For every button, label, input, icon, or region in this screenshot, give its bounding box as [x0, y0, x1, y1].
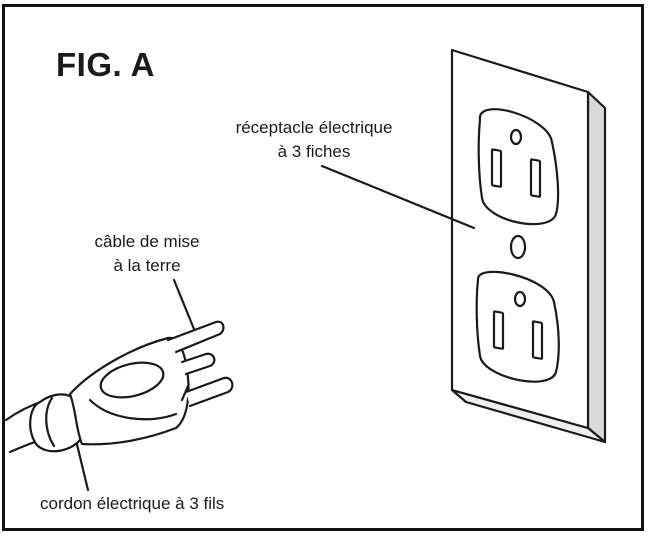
center-screw	[509, 234, 527, 260]
prong-lower	[184, 376, 234, 408]
wall-plate	[450, 48, 607, 444]
lower-receptacle	[475, 270, 560, 383]
cord-label: cordon électrique à 3 fils	[40, 494, 225, 513]
wall-plate-side	[586, 90, 607, 444]
figure-title: FIG. A	[56, 46, 155, 83]
receptacle-label: réceptacle électrique à 3 fiches	[206, 116, 422, 164]
receptacle-label-line-2: à 3 fiches	[277, 142, 351, 161]
plug	[29, 320, 234, 453]
upper-slot-left	[490, 148, 503, 188]
plug-grip	[99, 361, 165, 399]
receptacle-label-line-1: réceptacle électrique	[235, 118, 393, 137]
upper-ground-hole	[509, 128, 523, 146]
ground-leader-line	[172, 278, 198, 336]
ground-wire-label-line-2: à la terre	[113, 256, 181, 275]
lower-slot-left	[492, 310, 505, 350]
prong-upper	[180, 352, 216, 376]
lower-ground-hole	[513, 290, 527, 308]
upper-slot-right	[529, 158, 542, 198]
ground-wire-label-line-1: câble de mise	[94, 232, 200, 251]
lower-slot-right	[531, 320, 544, 360]
upper-receptacle	[477, 108, 560, 226]
ground-wire-label: câble de mise à la terre	[72, 230, 222, 278]
ground-prong	[166, 320, 225, 354]
receptacle-leader-line	[320, 164, 476, 230]
plug-body	[68, 336, 190, 446]
